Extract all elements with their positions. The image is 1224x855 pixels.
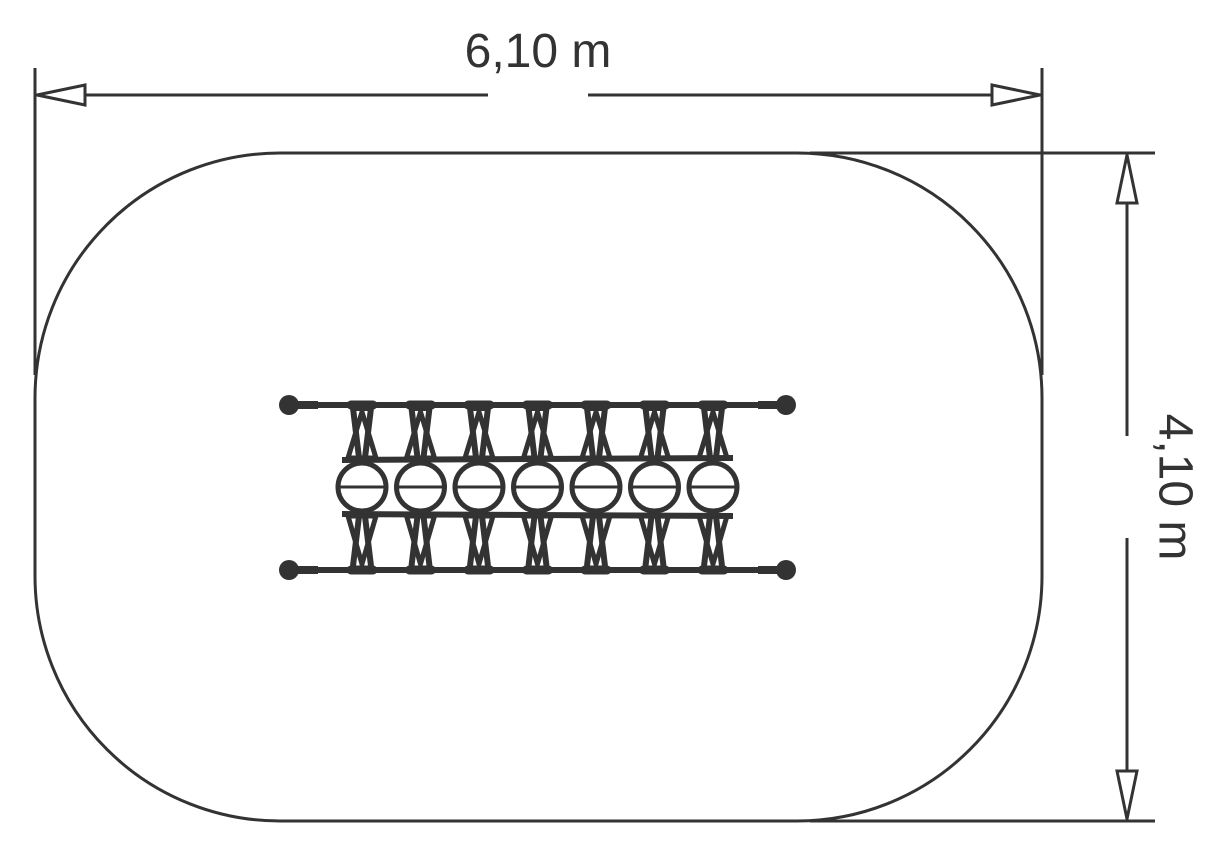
depth-arrow-top-icon (1115, 154, 1139, 205)
lower-strap (642, 507, 667, 567)
turnbuckle-top-right (758, 401, 778, 409)
anchor-post-bottom-left (279, 560, 299, 580)
width-arrow-left-icon (36, 83, 87, 107)
depth-dimension: 4,10 m (810, 151, 1201, 823)
turnbuckle-top-left (298, 401, 318, 409)
bridge-element (335, 400, 389, 575)
upper-strap-triangle (695, 403, 731, 461)
bridge-element (569, 400, 623, 575)
width-arrow-right-icon (990, 83, 1041, 107)
turnbuckle-bottom-right (758, 566, 778, 574)
upper-strap-triangle (461, 403, 497, 461)
lower-strap (584, 507, 608, 567)
bridge-element (686, 400, 740, 575)
upper-strap-triangle (520, 403, 555, 461)
lower-strap (701, 507, 725, 567)
bridge-element (452, 400, 506, 575)
anchor-post-top-right (776, 395, 796, 415)
lower-strap (408, 507, 433, 567)
lower-strap (350, 507, 374, 567)
suspension-bridge (279, 395, 796, 580)
bridge-element (628, 400, 681, 575)
lower-strap (467, 507, 491, 567)
bridge-elements (335, 400, 740, 575)
bridge-element (394, 400, 447, 575)
depth-arrow-bottom-icon (1115, 769, 1139, 820)
lower-strap (525, 507, 550, 567)
upper-strap-triangle (403, 403, 438, 461)
depth-label: 4,10 m (1148, 414, 1201, 561)
width-label: 6,10 m (465, 25, 612, 78)
width-dimension: 6,10 m (33, 25, 1044, 375)
anchor-post-bottom-right (776, 560, 796, 580)
upper-strap-triangle (578, 403, 614, 461)
turnbuckle-bottom-left (298, 566, 318, 574)
bridge-element (511, 400, 564, 575)
safety-area-outline (33, 151, 1044, 823)
upper-strap-triangle (637, 403, 672, 461)
anchor-post-top-left (279, 395, 299, 415)
upper-strap-triangle (344, 403, 380, 461)
